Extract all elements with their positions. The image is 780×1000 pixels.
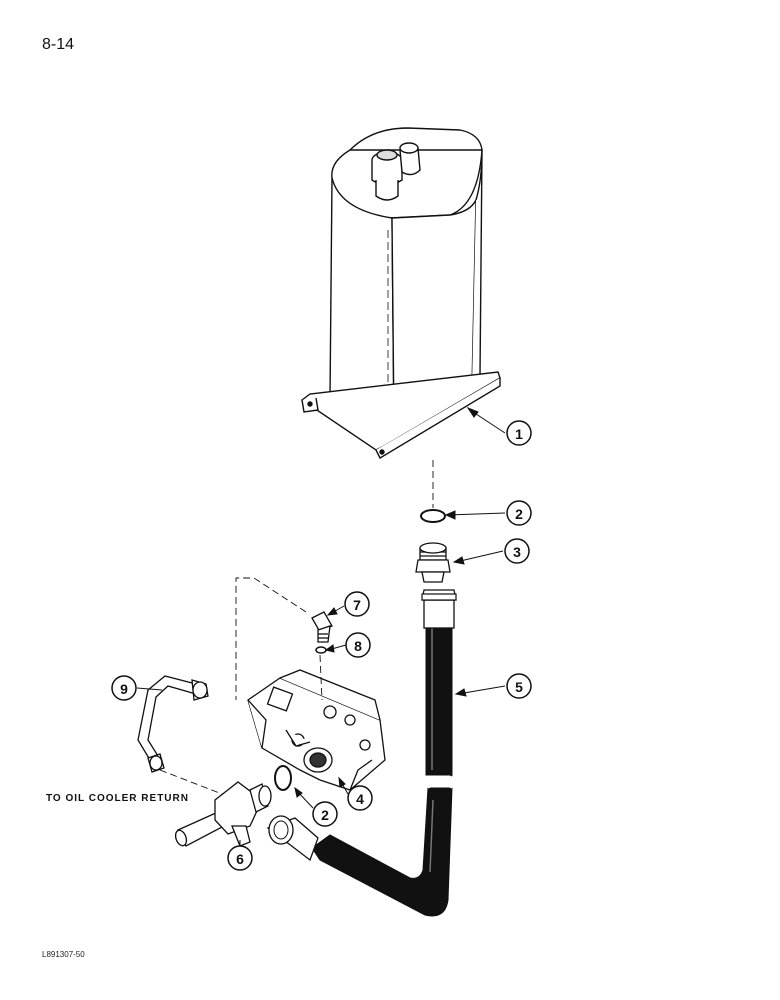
- callout-2a-circle: [506, 500, 532, 526]
- callout-9: 9: [120, 681, 128, 697]
- callout-8: 8: [354, 638, 362, 654]
- callout-1-circle: [506, 420, 532, 446]
- callout-4-circle: [347, 785, 373, 811]
- return-tube: [137, 675, 209, 773]
- callout-7-circle: [344, 591, 370, 617]
- callout-5: 5: [515, 679, 523, 695]
- o-ring-small: [315, 646, 327, 654]
- callout-8-circle: [345, 632, 371, 658]
- adapter-fitting: [415, 542, 451, 583]
- callout-3-circle: [504, 538, 530, 564]
- assembly-lines: [159, 460, 434, 795]
- callout-5-circle: [506, 673, 532, 699]
- elbow-fitting: [311, 611, 333, 643]
- reference-code: L891307-50: [42, 950, 85, 959]
- callout-2a: 2: [515, 506, 523, 522]
- page-number: 8-14: [42, 36, 75, 53]
- suction-hose: [266, 589, 457, 917]
- hydraulic-pump: [247, 669, 386, 791]
- o-ring-lower: [274, 765, 292, 791]
- oil-cooler-return-label: TO OIL COOLER RETURN: [46, 793, 189, 804]
- tee-fitting: [174, 781, 272, 847]
- callout-4: 4: [356, 791, 364, 807]
- callout-circles: [111, 420, 532, 871]
- reservoir-tank: [300, 127, 501, 459]
- callout-7: 7: [353, 597, 361, 613]
- callout-6-circle: [227, 845, 253, 871]
- o-ring-top: [420, 509, 446, 523]
- callout-3: 3: [513, 544, 521, 560]
- callout-2b: 2: [321, 807, 329, 823]
- callout-numbers: 1 2 3 5 7 8 9 4 2 6: [120, 426, 523, 867]
- callout-1: 1: [515, 426, 523, 442]
- callout-9-circle: [111, 675, 137, 701]
- leader-lines: [136, 406, 506, 846]
- callout-6: 6: [236, 851, 244, 867]
- callout-2b-circle: [312, 801, 338, 827]
